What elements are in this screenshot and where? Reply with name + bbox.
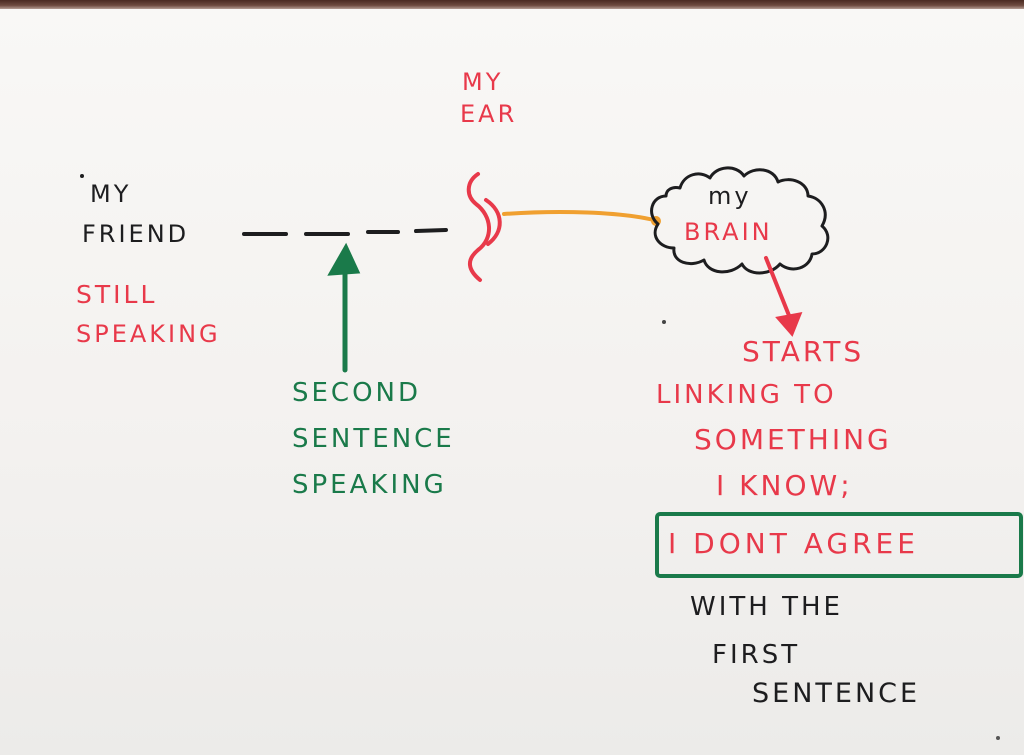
table-edge xyxy=(0,0,1024,9)
still-speaking-line1: STILL xyxy=(76,280,158,309)
second-sentence-line2: SENTENCE xyxy=(292,424,455,454)
my-ear-line1: MY xyxy=(462,68,504,96)
my-brain-line1: my xyxy=(708,182,752,210)
red-arrow xyxy=(764,256,803,337)
starts-line2: LINKING TO xyxy=(656,380,837,410)
second-sentence-line3: SPEAKING xyxy=(292,470,447,500)
starts-line4: I KNOW; xyxy=(716,469,853,502)
my-friend-line1: MY xyxy=(90,180,132,208)
my-brain-line2: BRAIN xyxy=(684,218,773,246)
starts-line3: SOMETHING xyxy=(694,423,892,456)
dashed-line xyxy=(242,228,448,236)
second-sentence-line1: SECOND xyxy=(292,378,422,408)
still-speaking-line2: SPEAKING xyxy=(76,320,221,348)
agree-box xyxy=(655,512,1023,578)
boxed-text-i-dont-agree: I DONT AGREE xyxy=(668,527,919,560)
starts-line1: STARTS xyxy=(742,335,865,368)
green-arrow xyxy=(327,242,361,373)
ear-icon xyxy=(466,172,502,282)
my-friend-line2: FRIEND xyxy=(82,220,190,248)
with-first-line3: SENTENCE xyxy=(752,678,921,709)
with-first-line1: WITH THE xyxy=(690,592,843,622)
with-first-line2: FIRST xyxy=(712,640,801,670)
orange-connector xyxy=(502,210,656,222)
my-ear-line2: EAR xyxy=(460,100,518,128)
brain-cloud-icon xyxy=(650,166,830,275)
